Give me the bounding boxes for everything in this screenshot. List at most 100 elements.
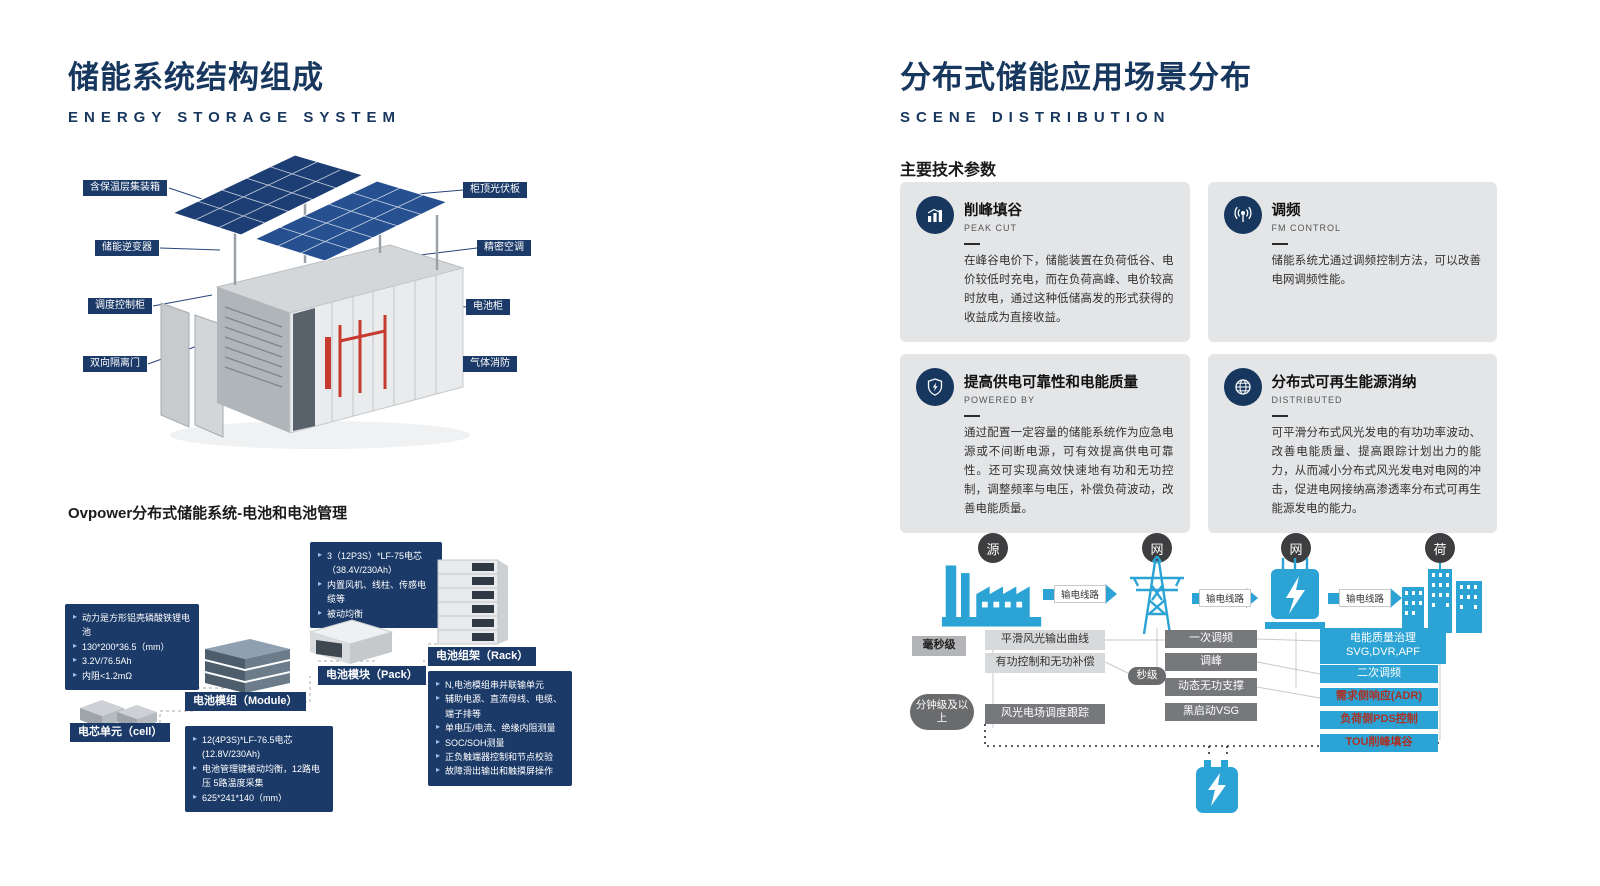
right-page-header: 分布式储能应用场景分布 SCENE DISTRIBUTION xyxy=(900,52,1252,126)
card-titles: 削峰填谷 PEAK CUT xyxy=(964,196,1022,233)
callout-pcs-inverter: 储能逆变器 xyxy=(95,240,159,256)
right-page-title: 分布式储能应用场景分布 xyxy=(900,60,1252,95)
card-rule xyxy=(964,414,980,417)
transmission-line-label: 输电线路 xyxy=(1338,589,1392,607)
battery-section-title: Ovpower分布式储能系统-电池和电池管理 xyxy=(68,505,348,522)
box-smooth-output: 平滑风光输出曲线 xyxy=(985,630,1105,650)
card-body: 通过配置一定容量的储能系统作为应急电源或不间断电源，可有效提高供电可靠性。还可实… xyxy=(964,426,1174,515)
box-load-pds: 负荷侧PDS控制 xyxy=(1320,711,1438,729)
node-source: 源 xyxy=(978,533,1008,563)
spec-item: 3（12P3S）*LF-75电芯（38.4V/230Ah） xyxy=(318,549,434,578)
card-subtitle: DISTRIBUTED xyxy=(1271,394,1343,405)
storage-container-figure: 含保温层集装箱 储能逆变器 调度控制柜 双向隔离门 柜顶光伏板 精密空调 电池柜… xyxy=(60,135,580,480)
spec-item: 动力是方形铝壳磷酸铁锂电池 xyxy=(73,611,191,640)
callout-precision-ac: 精密空调 xyxy=(477,240,531,256)
module-spec-box: 12(4P3S)*LF-76.5电芯(12.8V/230Ah) 电池管理键被动均… xyxy=(185,726,333,812)
spec-item: 电池管理键被动均衡，12路电压 5路温度采集 xyxy=(193,762,325,791)
transformer-icon xyxy=(1265,558,1325,629)
spec-item: 被动均衡 xyxy=(318,607,434,621)
tag-second: 秒级 xyxy=(1128,667,1166,685)
node-grid-1: 网 xyxy=(1142,533,1172,563)
card-titles: 调频 FM CONTROL xyxy=(1272,196,1342,233)
spec-item: 3.2V/76.5Ah xyxy=(73,654,191,668)
card-head: 分布式可再生能源消纳 DISTRIBUTED xyxy=(1223,367,1482,406)
box-black-start: 黑启动VSG xyxy=(1165,703,1257,721)
card-fm-control: 调频 FM CONTROL 储能系统尤通过调频控制方法，可以改善电网调频性能。 xyxy=(1207,182,1497,342)
params-section-title: 主要技术参数 xyxy=(900,162,997,179)
transmission-arrow-2: 输电线路 xyxy=(1192,588,1258,608)
peak-cut-icon xyxy=(916,196,954,234)
card-power-quality: 提高供电可靠性和电能质量 POWERED BY 通过配置一定容量的储能系统作为应… xyxy=(900,353,1190,533)
spec-item: 辅助电源、直流母线、电缆、端子排等 xyxy=(436,692,564,721)
box-dynamic-var: 动态无功支撑 xyxy=(1165,678,1257,696)
globe-icon xyxy=(1223,367,1262,406)
card-body: 在峰谷电价下，储能装置在负荷低谷、电价较低时充电，而在负荷高峰、电价较高时放电，… xyxy=(964,255,1174,324)
spec-item: SOC/SOH测量 xyxy=(436,736,564,750)
box-secondary-fm: 二次调频 xyxy=(1320,665,1438,683)
left-page-header: 储能系统结构组成 ENERGY STORAGE SYSTEM xyxy=(68,52,401,126)
pack-spec-box: 3（12P3S）*LF-75电芯（38.4V/230Ah） 内置风机、线柱、传感… xyxy=(310,542,442,628)
spec-item: 12(4P3S)*LF-76.5电芯(12.8V/230Ah) xyxy=(193,733,325,762)
spec-item: 单电压/电流、绝缘内阻测量 xyxy=(436,721,564,735)
spec-item: 内置风机、线柱、传感电缆等 xyxy=(318,578,434,607)
card-title: 提高供电可靠性和电能质量 xyxy=(964,374,1138,391)
left-page-title: 储能系统结构组成 xyxy=(68,60,324,95)
card-subtitle: FM CONTROL xyxy=(1271,223,1341,233)
card-subtitle: PEAK CUT xyxy=(964,223,1018,233)
spec-item: 内阻<1.2mΩ xyxy=(73,669,191,683)
rack-spec-box: N,电池模组串并联输单元 辅助电源、直流母线、电缆、端子排等 单电压/电流、绝缘… xyxy=(428,671,572,786)
card-body: 可平滑分布式风光发电的有功功率波动、改善电能质量、提高跟踪计划出力的能力，从而减… xyxy=(1271,426,1482,515)
node-load: 荷 xyxy=(1425,533,1455,563)
card-title: 分布式可再生能源消纳 xyxy=(1271,374,1417,391)
card-head: 提高供电可靠性和电能质量 POWERED BY xyxy=(916,367,1174,406)
battery-module-image xyxy=(205,639,290,693)
spec-item: 正负触端器控制和节点校验 xyxy=(436,750,564,764)
card-renewable-absorb: 分布式可再生能源消纳 DISTRIBUTED 可平滑分布式风光发电的有功功率波动… xyxy=(1207,353,1497,533)
card-titles: 提高供电可靠性和电能质量 POWERED BY xyxy=(964,368,1138,405)
spec-item: 625*241*140（mm） xyxy=(193,791,325,805)
callout-gas-fire-control: 气体消防 xyxy=(463,356,517,372)
card-body: 储能系统尤通过调频控制方法，可以改善电网调频性能。 xyxy=(1271,255,1482,286)
tag-minute-above: 分钟级及以上 xyxy=(910,694,974,730)
tech-param-cards: 削峰填谷 PEAK CUT 在峰谷电价下，储能装置在负荷低谷、电价较低时充电，而… xyxy=(900,182,1497,533)
grid-flow-diagram: 源 网 网 荷 xyxy=(900,528,1500,868)
box-peak-shaving: 调峰 xyxy=(1165,653,1257,671)
box-active-reactive: 有功控制和无功补偿 xyxy=(985,653,1105,673)
storage-battery-icon xyxy=(1196,760,1238,813)
rack-label: 电池组架（Rack） xyxy=(428,647,537,666)
transmission-line-label: 输电线路 xyxy=(1198,589,1252,607)
card-title: 削峰填谷 xyxy=(964,203,1022,219)
spec-item: 130*200*36.5（mm） xyxy=(73,640,191,654)
storage-container-illustration xyxy=(160,154,470,449)
module-label: 电池模组（Module） xyxy=(185,692,306,711)
right-page-subtitle: SCENE DISTRIBUTION xyxy=(900,109,1171,126)
box-tou-peak: TOU削峰填谷 xyxy=(1320,734,1438,752)
card-rule xyxy=(964,243,980,245)
transmission-tower-icon xyxy=(1130,556,1184,635)
callout-roof-pv-panel: 柜顶光伏板 xyxy=(463,182,527,198)
transmission-line-label: 输电线路 xyxy=(1053,585,1107,603)
callout-dispatch-cabinet: 调度控制柜 xyxy=(88,298,152,314)
card-title: 调频 xyxy=(1271,203,1301,219)
box-power-quality-svg: 电能质量治理SVG,DVR,APF xyxy=(1320,628,1446,664)
box-dispatch-track: 风光电场调度跟踪 xyxy=(985,704,1105,724)
spec-item: N,电池模组串并联输单元 xyxy=(436,678,564,692)
callout-isolation-door: 双向隔离门 xyxy=(83,356,147,372)
card-head: 削峰填谷 PEAK CUT xyxy=(916,196,1174,234)
battery-hierarchy-figure: 动力是方形铝壳磷酸铁锂电池 130*200*36.5（mm） 3.2V/76.5… xyxy=(60,540,630,860)
box-demand-response: 需求侧响应(ADR) xyxy=(1320,688,1438,706)
box-primary-fm: 一次调频 xyxy=(1165,630,1257,648)
power-plant-icon xyxy=(941,565,1042,627)
arrow-head xyxy=(1390,588,1402,608)
callout-insulated-container: 含保温层集装箱 xyxy=(83,180,167,196)
fm-control-icon xyxy=(1223,196,1262,234)
cell-label: 电芯单元（cell） xyxy=(70,723,171,742)
cell-spec-box: 动力是方形铝壳磷酸铁锂电池 130*200*36.5（mm） 3.2V/76.5… xyxy=(65,604,199,690)
card-peak-cut: 削峰填谷 PEAK CUT 在峰谷电价下，储能装置在负荷低谷、电价较低时充电，而… xyxy=(900,182,1190,342)
card-rule xyxy=(1271,243,1288,245)
card-subtitle: POWERED BY xyxy=(964,394,1036,405)
card-rule xyxy=(1271,414,1288,417)
pack-label: 电池模块（Pack） xyxy=(318,666,426,685)
arrow-head xyxy=(1105,584,1117,604)
